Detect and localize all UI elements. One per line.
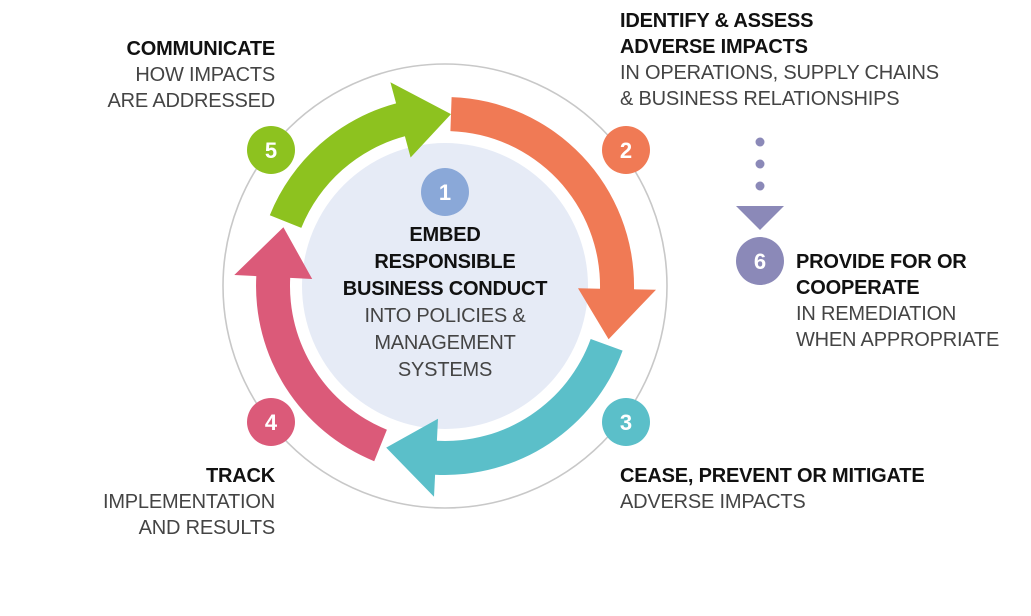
badge-step-4: 4 bbox=[247, 398, 295, 446]
communicate-desc-line1: HOW IMPACTS bbox=[135, 64, 275, 86]
identify-title-line1: IDENTIFY & ASSESS bbox=[620, 10, 814, 32]
provide-title-line2: COOPERATE bbox=[796, 277, 920, 299]
badge-number: 4 bbox=[265, 410, 278, 435]
label-communicate: COMMUNICATE HOW IMPACTS ARE ADDRESSED bbox=[107, 36, 276, 114]
identify-desc-line1: IN OPERATIONS, SUPPLY CHAINS bbox=[620, 62, 939, 84]
provide-desc-line2: WHEN APPROPRIATE bbox=[796, 329, 1000, 351]
badge-number: 5 bbox=[265, 138, 277, 163]
provide-title-line1: PROVIDE FOR OR bbox=[796, 251, 967, 273]
label-cease-prevent-mitigate: CEASE, PREVENT OR MITIGATE ADVERSE IMPAC… bbox=[620, 463, 925, 515]
label-track: TRACK IMPLEMENTATION AND RESULTS bbox=[103, 463, 275, 541]
badge-number: 6 bbox=[754, 249, 766, 274]
cease-title-line1: CEASE, PREVENT OR MITIGATE bbox=[620, 465, 925, 487]
badge-step-6: 6 bbox=[736, 237, 784, 285]
connector-dot bbox=[755, 181, 765, 191]
embed-desc-line2: MANAGEMENT SYSTEMS bbox=[374, 332, 516, 381]
connector-dot bbox=[755, 137, 765, 147]
badge-number: 1 bbox=[439, 180, 451, 205]
track-desc-line2: AND RESULTS bbox=[138, 517, 276, 539]
outer-ring bbox=[222, 63, 668, 509]
badge-step-1: 1 bbox=[421, 168, 469, 216]
embed-title-line1: EMBED bbox=[409, 224, 481, 246]
cycle-arrows bbox=[234, 82, 656, 497]
arrow-identify-assess bbox=[450, 97, 656, 340]
badge-step-5: 5 bbox=[247, 126, 295, 174]
identify-desc-line2: & BUSINESS RELATIONSHIPS bbox=[620, 88, 900, 110]
embed-title-line3: BUSINESS CONDUCT bbox=[342, 278, 548, 300]
badge-step-3: 3 bbox=[602, 398, 650, 446]
arrow-cease-prevent bbox=[386, 339, 623, 497]
label-provide-cooperate: PROVIDE FOR OR COOPERATE IN REMEDIATION … bbox=[796, 249, 999, 353]
label-identify-assess: IDENTIFY & ASSESS ADVERSE IMPACTS IN OPE… bbox=[620, 8, 939, 112]
cease-desc-line1: ADVERSE IMPACTS bbox=[620, 491, 806, 513]
track-desc-line1: IMPLEMENTATION bbox=[102, 491, 275, 513]
provide-desc-line1: IN REMEDIATION bbox=[796, 303, 957, 325]
step-badges: 1 2 3 4 5 6 bbox=[247, 126, 784, 446]
center-circle bbox=[302, 143, 588, 429]
badge-step-2: 2 bbox=[602, 126, 650, 174]
label-embed: EMBED RESPONSIBLE BUSINESS CONDUCT INTO … bbox=[325, 222, 565, 384]
communicate-title-line1: COMMUNICATE bbox=[126, 38, 275, 60]
identify-title-line2: ADVERSE IMPACTS bbox=[620, 36, 808, 58]
track-title-line1: TRACK bbox=[206, 465, 275, 487]
arrow-communicate bbox=[269, 82, 451, 228]
embed-desc-line1: INTO POLICIES & bbox=[364, 305, 526, 327]
arrow-track bbox=[234, 227, 387, 462]
badge-number: 2 bbox=[620, 138, 632, 163]
communicate-desc-line2: ARE ADDRESSED bbox=[107, 90, 276, 112]
embed-title-line2: RESPONSIBLE bbox=[374, 251, 516, 273]
connector-arrowhead bbox=[736, 206, 784, 230]
connector-dot bbox=[755, 159, 765, 169]
badge-number: 3 bbox=[620, 410, 632, 435]
remediation-connector bbox=[736, 137, 784, 230]
